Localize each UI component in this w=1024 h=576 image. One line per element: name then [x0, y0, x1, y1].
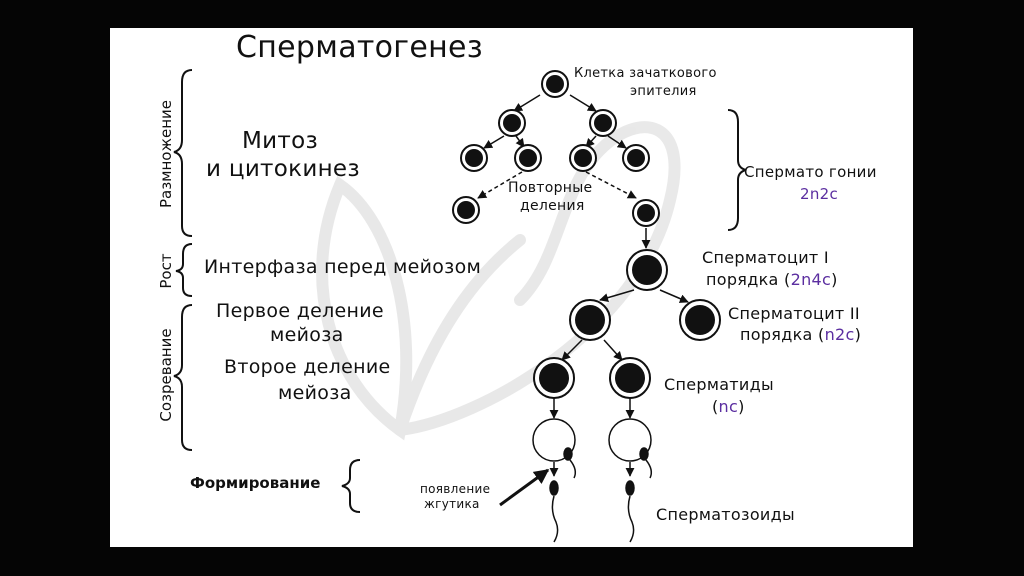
spermatocyte-2-label: Сперматоцит II	[728, 304, 860, 323]
lineage-arrows	[477, 94, 689, 477]
interphase-label: Интерфаза перед мейозом	[204, 256, 482, 278]
flagellum-arrow	[499, 468, 550, 507]
spermatocyte-1-cell	[626, 249, 668, 291]
spermatogonium-cell	[498, 109, 526, 137]
spermatogonium-cell	[632, 199, 660, 227]
spermatocyte-2-cell	[679, 299, 721, 341]
repeated-divisions-label-1: Повторные	[508, 180, 593, 196]
spermatogonium-cell	[460, 144, 488, 172]
phase-braces	[173, 69, 747, 513]
brace-growth	[175, 243, 193, 297]
phase-label-growth: Рост	[157, 253, 175, 289]
spermatid-cell	[609, 357, 651, 399]
flagellum-label-1: появление	[420, 482, 491, 496]
phase-label-maturation: Созревание	[157, 328, 175, 422]
spermatogonium-cell	[569, 144, 597, 172]
spermatocyte-1-order-text: порядка (	[706, 270, 791, 289]
spermatogonium-cell	[622, 144, 650, 172]
mitosis-label-1: Митоз	[242, 128, 318, 154]
germ-cell-label-1: Клетка зачаткового	[574, 66, 717, 81]
flagellum-label-2: жгутика	[424, 497, 480, 511]
brace-spermatogonia	[727, 109, 747, 231]
developing-spermatid	[608, 418, 653, 479]
repeated-divisions-label-2: деления	[520, 198, 585, 214]
phase-label-reproduction: Размножение	[157, 99, 175, 209]
spermatozoon	[549, 480, 559, 543]
spermatogonium-cell	[589, 109, 617, 137]
developing-spermatid	[532, 418, 577, 479]
brace-maturation	[173, 304, 193, 451]
spermatocyte-2-formula: n2c	[824, 325, 855, 344]
spermatid-cell	[533, 357, 575, 399]
diagram-title: Сперматогенез	[236, 30, 484, 65]
spermatids-formula-line: (nc)	[712, 397, 745, 416]
second-division-label-2: мейоза	[278, 382, 352, 404]
spermatocyte-2-cell	[569, 299, 611, 341]
spermatocyte-2-close: )	[854, 325, 862, 344]
spermatogonium-cell	[514, 144, 542, 172]
spermatids-formula: nc	[718, 397, 739, 416]
spermatocyte-1-label: Сперматоцит I	[702, 248, 829, 267]
spermatogonia-formula: 2n2c	[800, 185, 839, 203]
spermatogonia-label: Спермато гонии	[744, 163, 877, 181]
first-division-label-2: мейоза	[270, 324, 344, 346]
first-division-label-1: Первое деление	[216, 300, 384, 322]
second-division-label-1: Второе деление	[224, 356, 391, 378]
cells	[452, 70, 721, 543]
spermatids-label: Сперматиды	[664, 375, 774, 394]
spermatids-close: )	[738, 397, 745, 416]
germ-cell-label-2: эпителия	[630, 84, 697, 99]
spermatocyte-1-close: )	[831, 270, 838, 289]
brace-reproduction	[173, 69, 193, 237]
germ-cell	[541, 70, 569, 98]
spermatocyte-1-formula: 2n4c	[790, 270, 832, 289]
spermatozoa-label: Сперматозоиды	[656, 505, 795, 524]
spermatozoon	[625, 480, 635, 543]
spermatocyte-1-order: порядка (2n4c)	[706, 270, 838, 289]
formation-label: Формирование	[190, 474, 321, 492]
watermark-leaf	[316, 121, 681, 441]
spermatocyte-2-order-text: порядка (	[740, 325, 825, 344]
spermatocyte-2-order: порядка (n2c)	[740, 325, 861, 344]
spermatogonium-cell	[452, 196, 480, 224]
brace-formation	[341, 459, 361, 513]
mitosis-label-2: и цитокинез	[206, 156, 360, 182]
